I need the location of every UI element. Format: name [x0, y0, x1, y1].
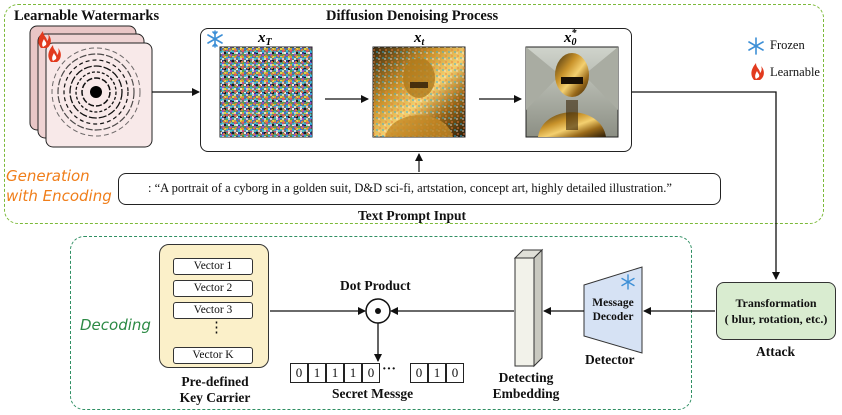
prompt-input-box[interactable]	[118, 173, 721, 205]
diffusion-process-title: Diffusion Denoising Process	[326, 8, 499, 24]
snowflake-icon	[621, 274, 635, 290]
label-xT: xT	[257, 30, 273, 48]
bits-ellipsis: ···	[382, 362, 397, 377]
snowflake-icon	[207, 30, 223, 48]
label-x0-star: x*0	[563, 28, 578, 48]
attack-label: Attack	[756, 344, 795, 359]
generation-label-line2: with Encoding	[6, 187, 112, 205]
transformation-box: Transformation ( blur, rotation, etc.)	[716, 282, 836, 340]
intermediate-image	[372, 46, 466, 138]
embedding-caption-line1: Detecting	[498, 370, 554, 385]
prompt-text: : “A portrait of a cyborg in a golden su…	[148, 181, 672, 195]
diffusion-process-box	[200, 28, 632, 152]
decoding-group	[70, 236, 692, 410]
bit-cell: 1	[326, 363, 344, 383]
embedding-caption-line2: Embedding	[492, 386, 560, 401]
flame-icon	[751, 63, 764, 80]
bit-cell: 0	[362, 363, 380, 383]
decoder-label-line2: Decoder	[592, 311, 634, 323]
flame-icon	[38, 31, 51, 48]
label-xt: xt	[413, 30, 426, 48]
watermark-pattern	[51, 47, 141, 137]
snowflake-icon	[748, 37, 764, 55]
legend-frozen-label: Frozen	[770, 38, 805, 52]
generated-image	[525, 46, 619, 138]
flame-icon	[48, 45, 61, 62]
decoder-label-line1: Message	[592, 297, 634, 309]
generation-label: Generation with Encoding	[6, 166, 112, 206]
vector-item: Vector 1	[173, 258, 253, 275]
bit-cell: 0	[446, 363, 464, 383]
vector-item: Vector 3	[173, 302, 253, 319]
bit-cell: 1	[308, 363, 326, 383]
key-carrier-caption-line2: Key Carrier	[179, 390, 251, 405]
vector-item: Vector 2	[173, 280, 253, 297]
secret-message-label: Secret Messge	[332, 386, 414, 401]
detector-label: Detector	[585, 352, 635, 367]
bit-cell: 1	[344, 363, 362, 383]
vector-ellipsis: ⋮	[209, 320, 224, 336]
key-carrier-caption-line1: Pre-defined	[181, 374, 249, 389]
prompt-caption: Text Prompt Input	[358, 208, 467, 223]
legend-learnable-label: Learnable	[770, 65, 820, 79]
vector-item: Vector K	[173, 347, 253, 364]
learnable-watermarks-title: Learnable Watermarks	[14, 8, 160, 24]
watermark-stack	[29, 25, 153, 148]
detecting-embedding-bar	[513, 248, 544, 368]
bit-cell: 0	[410, 363, 428, 383]
transformation-line2: ( blur, rotation, etc.)	[724, 312, 828, 326]
key-carrier-caption: Pre-defined Key Carrier	[172, 374, 258, 406]
dot-product-label: Dot Product	[340, 278, 411, 293]
bit-cell: 1	[428, 363, 446, 383]
generation-label-line1: Generation	[6, 167, 90, 185]
decoding-label: Decoding	[80, 316, 151, 334]
generation-group	[4, 4, 824, 224]
transformation-line1: Transformation	[735, 296, 817, 310]
decoder-label: Message Decoder	[588, 296, 638, 324]
embedding-caption: Detecting Embedding	[488, 370, 564, 402]
noise-image	[219, 46, 313, 138]
arrow-output-to-attack	[632, 91, 780, 280]
dot-product-operator	[365, 298, 391, 324]
bit-cell: 0	[290, 363, 308, 383]
